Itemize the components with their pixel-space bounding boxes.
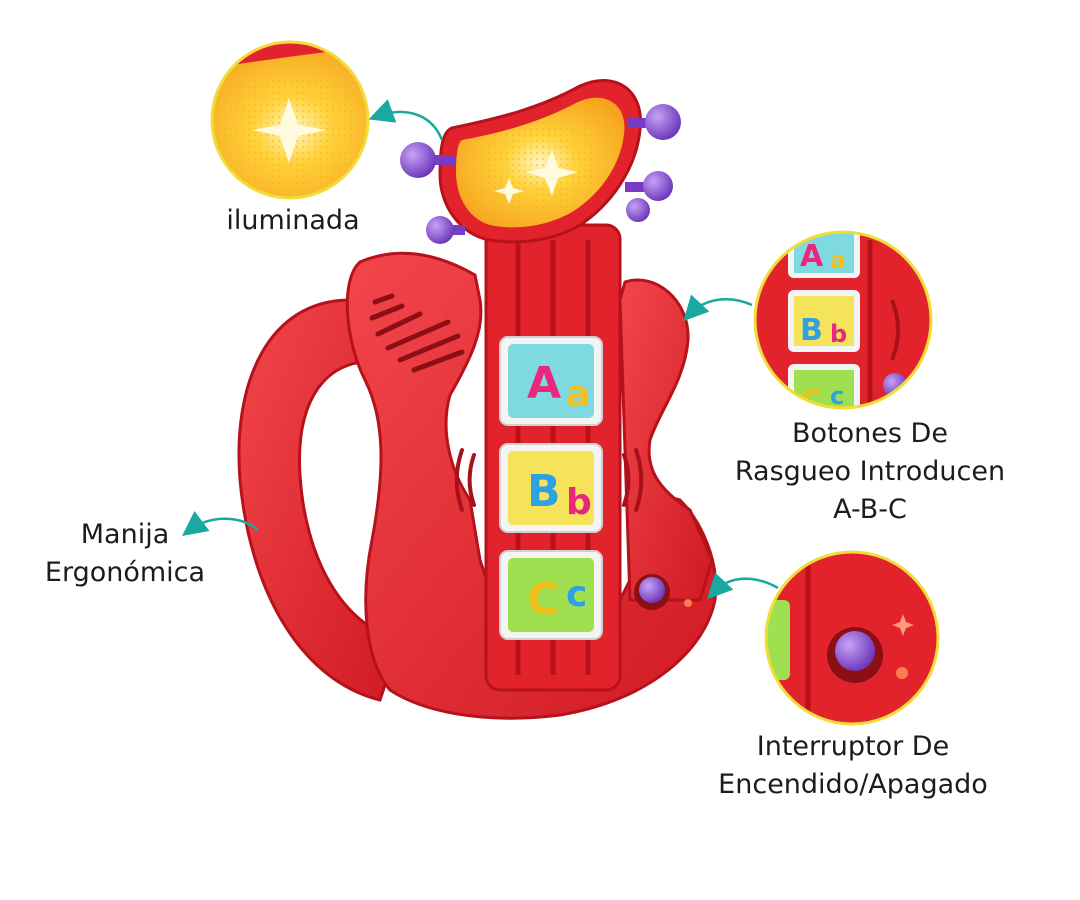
callout-label-iluminada: iluminada xyxy=(208,202,378,240)
speaker-grille xyxy=(369,293,465,373)
detail-light-circle xyxy=(210,40,370,200)
svg-text:A: A xyxy=(800,239,824,274)
callout-label-interruptor: Interruptor De Encendido/Apagado xyxy=(676,728,1030,804)
svg-text:c: c xyxy=(830,382,844,410)
guitar-body xyxy=(345,251,718,720)
arrow-to-light xyxy=(368,99,444,141)
callout-arrows xyxy=(181,99,779,600)
strum-key-b[interactable]: B b xyxy=(499,443,603,533)
svg-text:a: a xyxy=(830,246,846,274)
callout-line: A-B-C xyxy=(833,494,907,525)
arrow-to-handle xyxy=(181,511,259,536)
key-lower-letter: a xyxy=(566,374,590,415)
callout-line: Interruptor De xyxy=(756,731,950,762)
tuning-pegs xyxy=(400,104,681,244)
callout-line: Encendido/Apagado xyxy=(718,769,988,800)
callout-line: Botones De xyxy=(792,418,948,449)
callout-line: Ergonómica xyxy=(44,557,206,588)
guitar-shoulder-right xyxy=(618,278,714,602)
key-lower-letter: c xyxy=(566,574,587,615)
ergonomic-handle xyxy=(237,298,402,702)
detail-switch-circle xyxy=(764,550,940,726)
led-indicator xyxy=(684,599,692,607)
body-grooves xyxy=(454,448,644,512)
arrow-to-shoulder xyxy=(683,294,753,322)
callout-label-manija: Manija Ergonómica xyxy=(20,516,230,592)
key-lower-letter: b xyxy=(566,482,592,523)
detail-keys-circle: A a B b C c xyxy=(753,230,933,410)
key-upper-letter: C xyxy=(527,574,559,625)
power-switch[interactable] xyxy=(634,574,692,610)
key-upper-letter: A xyxy=(527,358,561,409)
light-sparkle xyxy=(494,150,578,204)
strum-key-a[interactable]: A a xyxy=(499,336,603,426)
callout-label-botones: Botones De Rasgueo Introducen A-B-C xyxy=(700,415,1040,529)
key-upper-letter: B xyxy=(527,466,561,517)
callout-line: Manija xyxy=(80,519,170,550)
callout-line: Rasgueo Introducen xyxy=(734,456,1006,487)
callout-line: iluminada xyxy=(226,205,360,236)
toy-guitar: A a B b C c xyxy=(237,79,718,720)
svg-text:b: b xyxy=(830,320,847,348)
arrow-to-switch xyxy=(707,572,779,600)
strum-key-c[interactable]: C c xyxy=(499,550,603,640)
svg-text:B: B xyxy=(800,313,823,348)
